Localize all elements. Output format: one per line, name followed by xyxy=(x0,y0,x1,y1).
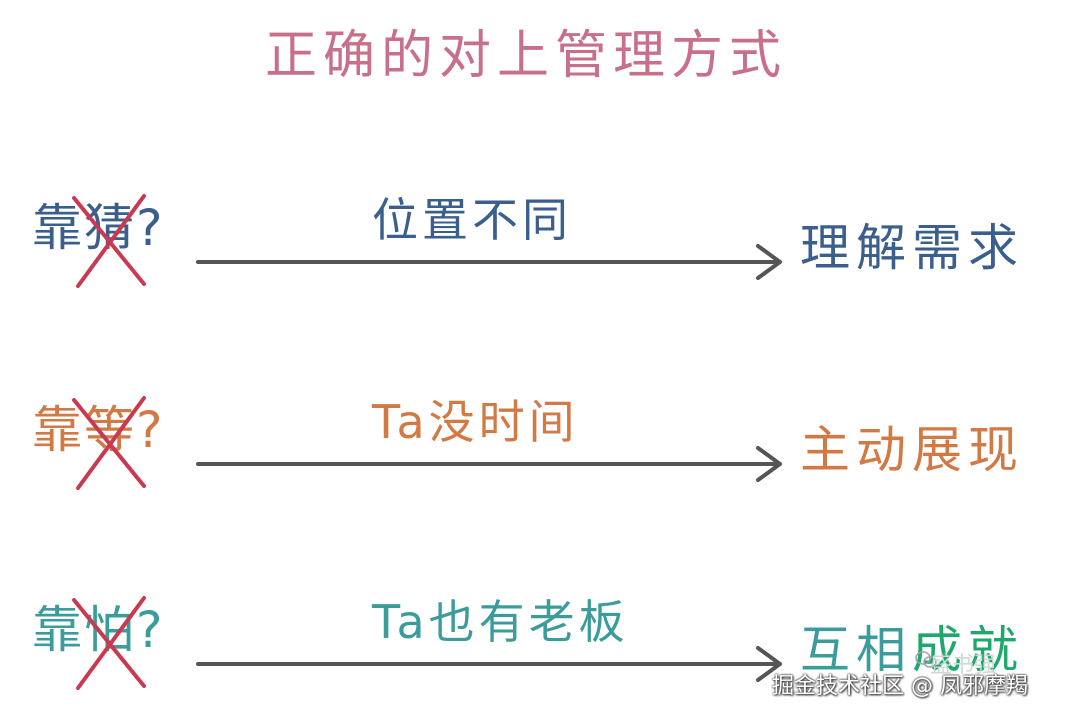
struck-word: 等 xyxy=(84,400,136,460)
wrong-approach: 靠猜? xyxy=(32,194,165,288)
wrong-approach: 靠等? xyxy=(32,396,165,490)
right-arrow-icon xyxy=(196,646,782,682)
struck-word: 猜 xyxy=(84,198,136,258)
right-part-1: 互相 xyxy=(800,621,912,679)
struck-char: 等 xyxy=(84,401,136,459)
row-guess: 靠猜? 位置不同 理解需求 xyxy=(0,170,1080,310)
right-approach: 互相成就 xyxy=(800,620,1024,680)
struck-char: 猜 xyxy=(84,199,136,257)
wrong-approach: 靠怕? xyxy=(32,596,165,690)
wrong-suffix: ? xyxy=(136,601,165,659)
row-wait: 靠等? Ta没时间 主动展现 xyxy=(0,372,1080,512)
right-approach: 主动展现 xyxy=(800,421,1024,479)
arrow-caption: 位置不同 xyxy=(372,193,572,247)
wrong-suffix: ? xyxy=(136,401,165,459)
struck-char: 怕 xyxy=(84,601,136,659)
right-approach: 理解需求 xyxy=(800,219,1024,277)
wechat-logo-icon xyxy=(915,651,937,668)
right-arrow-icon xyxy=(196,446,782,482)
struck-word: 怕 xyxy=(84,600,136,660)
row-fear: 靠怕? Ta也有老板 互相成就 xyxy=(0,572,1080,712)
arrow-caption: Ta也有老板 xyxy=(372,595,629,649)
watermark: 掘金技术社区 @ 凤邪摩羯 xyxy=(772,674,1028,699)
wrong-prefix: 靠 xyxy=(32,401,84,459)
right-arrow-icon xyxy=(196,244,782,280)
right-part-2: 成就 xyxy=(912,621,1024,679)
wrong-prefix: 靠 xyxy=(32,199,84,257)
arrow-caption: Ta没时间 xyxy=(372,395,579,449)
wrong-suffix: ? xyxy=(136,199,165,257)
source-watermark: 盛书强 xyxy=(930,653,997,678)
diagram-title: 正确的对上管理方式 xyxy=(265,26,788,86)
wrong-prefix: 靠 xyxy=(32,601,84,659)
